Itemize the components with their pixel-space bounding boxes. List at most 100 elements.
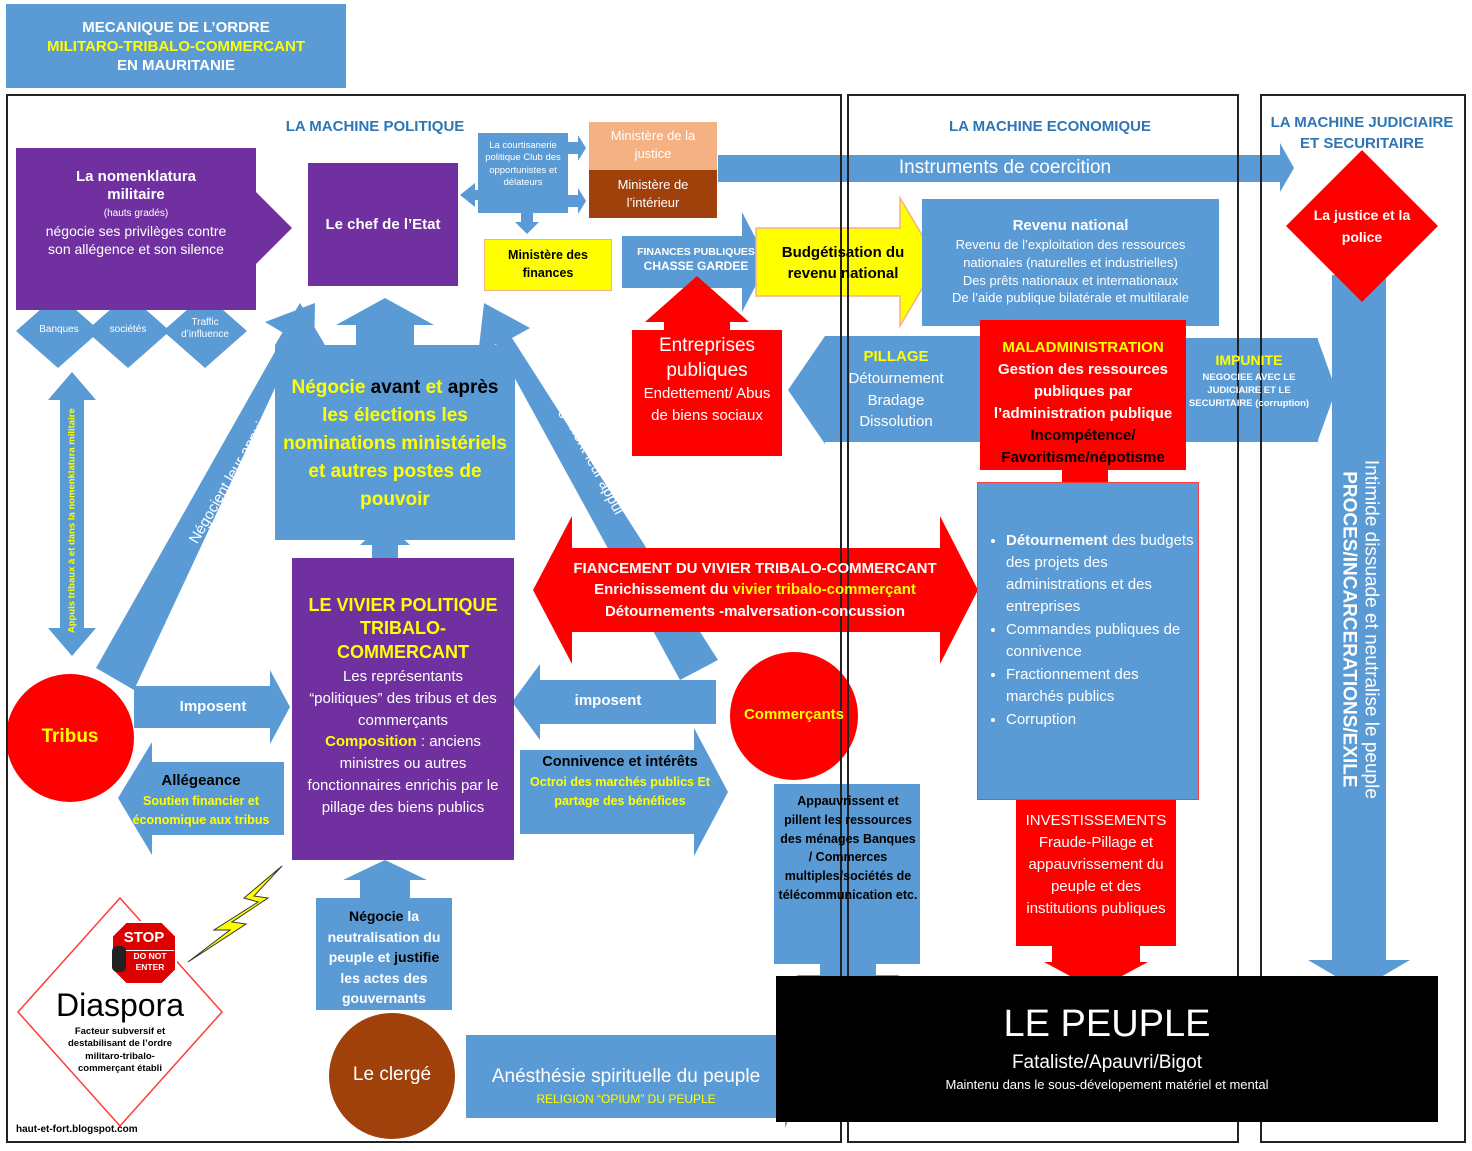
- negocie-center-text: Négocie avant et après les élections les…: [278, 374, 512, 515]
- arrow-diag-left: [96, 303, 315, 690]
- impunite-text: IMPUNITE NEGOCIEE AVEC LE JUDICIAIRE ET …: [1186, 352, 1312, 411]
- financement-line1: FIANCEMENT DU VIVIER TRIBALO-COMMERCANT: [573, 560, 937, 577]
- appuis-tribaux-label: Appuis tribaux à et dans la nomenklatura…: [66, 408, 78, 634]
- maladmin-line2: Incompétence/ Favoritisme/népotisme: [1001, 427, 1165, 467]
- financement-line3: Détournements -malversation-concussion: [604, 602, 906, 620]
- financement-line2b: vivier tribalo-commerçant: [732, 581, 916, 599]
- diamond-societes: [86, 294, 170, 368]
- connivence-text: Connivence et intérêts Octroi des marché…: [522, 754, 718, 810]
- nomenklatura-box: [16, 148, 256, 310]
- courtisanerie-label: La courtisanerie politique Club des oppo…: [485, 140, 561, 189]
- lightning-icon: [187, 865, 283, 963]
- anesthesie-sub: RELIGION “OPIUM” DU PEUPLE: [536, 1091, 716, 1106]
- revenu-box: [922, 199, 1219, 326]
- imposent-right-label: imposent: [574, 692, 642, 709]
- investissements-text: INVESTISSEMENTS Fraude-Pillage et appauv…: [1018, 810, 1174, 920]
- entreprises-text: Entreprises publiques Endettement/ Abus …: [636, 334, 778, 427]
- justice-down-arrow: [1308, 275, 1410, 990]
- arrow-court-interieur: [568, 188, 586, 214]
- anesthesie-title: Anésthésie spirituelle du peuple: [491, 1066, 761, 1087]
- maladmin-line1: Gestion des ressources publiques par l’a…: [993, 361, 1173, 423]
- ministere-interieur-label: Ministère de l’intérieur: [617, 177, 689, 211]
- pillage-line3: Dissolution: [859, 413, 933, 431]
- arrow-imposent-right: [512, 664, 716, 740]
- revenu-line1: Revenu de l’exploitation des ressources …: [955, 237, 1186, 271]
- commercants-circle: [730, 652, 858, 780]
- finances-publiques-line1: FINANCES PUBLIQUES: [637, 246, 755, 258]
- negocie-bottom-p4: les actes des gouvernants: [340, 969, 428, 1007]
- negocie-p4: après: [442, 377, 499, 398]
- revenu-text: Revenu national Revenu de l’exploitation…: [924, 216, 1217, 307]
- nomenklatura-sub: (hauts gradés): [103, 208, 169, 219]
- section-politique: LA MACHINE POLITIQUE: [285, 118, 465, 135]
- appauvrissent-text: Appauvrissent et pillent les ressources …: [778, 794, 918, 902]
- tribus-circle: [6, 674, 134, 802]
- entreprises-up-arrow: [645, 276, 749, 331]
- proces-label: PROCES/INCARCERATIONS/EXILE: [1338, 471, 1360, 788]
- pillage-line1: Détournement: [848, 369, 944, 387]
- title-line1: MECANIQUE DE L’ORDRE: [82, 19, 270, 36]
- ministere-finances-box: [484, 239, 612, 291]
- stop-line1: STOP: [123, 929, 165, 946]
- detournements-item-4: Corruption: [1006, 709, 1194, 731]
- negocie-block: [275, 298, 515, 540]
- clerge-circle: [329, 1013, 455, 1139]
- allegeance-body: Soutien financier et économique aux trib…: [132, 794, 270, 827]
- arrow-court-justice: [568, 135, 586, 161]
- clerge-label: Le clergé: [352, 1064, 432, 1085]
- anesthesie-text: Anésthésie spirituelle du peuple RELIGIO…: [466, 1066, 786, 1106]
- maladmin-text: MALADMINISTRATION Gestion des ressources…: [982, 337, 1184, 469]
- investissements-title: INVESTISSEMENTS: [1025, 812, 1167, 829]
- section-judiciaire: LA MACHINE JUDICIAIRE ET SECURITAIRE: [1270, 114, 1454, 152]
- pillage-text: PILLAGE Détournement Bradage Dissolution: [828, 346, 964, 433]
- title-text: MECANIQUE DE L’ORDRE MILITARO-TRIBALO-CO…: [6, 18, 346, 75]
- entreprises-body: Endettement/ Abus de biens sociaux: [643, 385, 771, 425]
- ministere-interieur-box: [589, 170, 717, 218]
- budgetisation-label: Budgétisation du revenu national: [781, 244, 905, 282]
- finances-publiques-line2: CHASSE GARDEE: [643, 258, 749, 273]
- diamond-banques-label: Banques: [39, 324, 79, 335]
- panel-politique: [6, 94, 842, 1143]
- intimide-label: Intimide dissuade et neutralise le peupl…: [1360, 459, 1382, 799]
- title-line2: MILITARO-TRIBALO-COMMERCANT: [46, 38, 305, 56]
- justice-police-label: La justice et la police: [1313, 207, 1411, 246]
- connivence-title: Connivence et intérêts: [542, 754, 698, 770]
- justice-diamond: [1286, 150, 1438, 302]
- title-line3: EN MAURITANIE: [116, 57, 236, 75]
- diaspora-title: Diaspora: [55, 987, 185, 1023]
- detournements-item-3: Fractionnement des marchés publics: [1006, 664, 1194, 708]
- footer-url[interactable]: haut-et-fort.blogspot.com: [16, 1124, 138, 1135]
- chef-etat-label: Le chef de l’Etat: [325, 216, 441, 233]
- panel-economique: [847, 94, 1239, 1143]
- stop-line3: ENTER: [135, 962, 165, 973]
- instruments-arrow: [718, 143, 1294, 192]
- stop-text: STOP: [114, 930, 174, 945]
- negocie-bottom-p2: la neutralisation du peuple et: [327, 908, 441, 966]
- title-box: [6, 4, 346, 88]
- instruments-label: Instruments de coercition: [898, 157, 1112, 178]
- negocie-p3: et: [425, 377, 443, 398]
- entreprises-box: [632, 330, 782, 456]
- negocie-bottom-p1: Négocie: [348, 908, 404, 924]
- vivier-title: LE VIVIER POLITIQUE TRIBALO-COMMERCANT: [308, 595, 498, 662]
- imposent-left-label: Imposent: [179, 698, 247, 715]
- arrow-vertical-double: [48, 372, 96, 656]
- negocie-p5: les élections les nominations ministérie…: [283, 405, 507, 511]
- impunite-title: IMPUNITE: [1215, 352, 1283, 368]
- diaspora-body: Facteur subversif et destabilisant de l’…: [68, 1026, 172, 1075]
- allegeance-title: Allégeance: [161, 772, 241, 789]
- arrow-imposent-left: [134, 670, 290, 744]
- arrow-investissements: [1016, 800, 1176, 990]
- peuple-title: LE PEUPLE: [1003, 1003, 1211, 1045]
- negocie-bottom-p3: justifie: [394, 949, 440, 966]
- detournements-item-1: Détournement des budgets des projets des…: [1006, 530, 1194, 618]
- arrow-anesthesie: [466, 1025, 806, 1128]
- negocie-p2: avant: [365, 377, 426, 398]
- finances-publiques-label: FINANCES PUBLIQUES CHASSE GARDEE: [624, 246, 768, 273]
- peuple-sub: Fataliste/Apauvri/Bigot: [1011, 1051, 1203, 1073]
- maladmin-title: MALADMINISTRATION: [1002, 339, 1164, 356]
- diamond-societes-label: sociétés: [109, 324, 147, 335]
- tribus-label: Tribus: [41, 726, 99, 747]
- arrow-court-down: [515, 213, 539, 234]
- entreprises-title: Entreprises publiques: [658, 335, 756, 381]
